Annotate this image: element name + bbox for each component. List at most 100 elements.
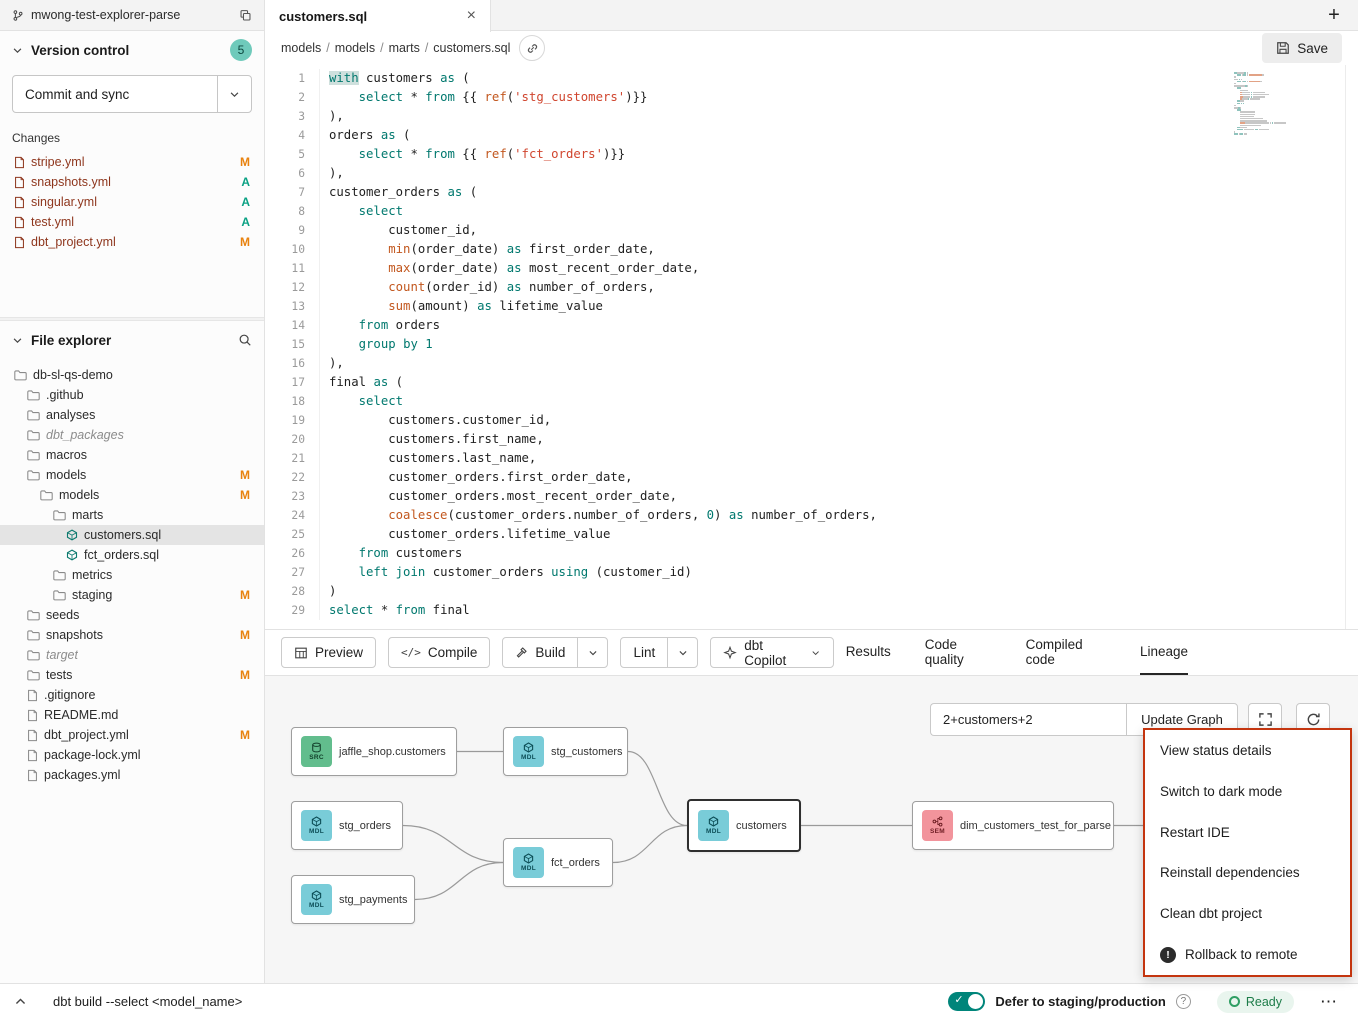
- code-line[interactable]: 1with customers as (: [265, 69, 1358, 88]
- code-line[interactable]: 3),: [265, 107, 1358, 126]
- changed-file[interactable]: snapshots.ymlA: [0, 172, 264, 192]
- commit-options-caret[interactable]: [217, 76, 251, 112]
- tree-item--gitignore[interactable]: .gitignore: [0, 685, 264, 705]
- code-line[interactable]: 27 left join customer_orders using (cust…: [265, 563, 1358, 582]
- changed-file[interactable]: dbt_project.ymlM: [0, 232, 264, 252]
- tree-item-customers-sql[interactable]: customers.sql: [0, 525, 264, 545]
- code-line[interactable]: 14 from orders: [265, 316, 1358, 335]
- code-line[interactable]: 2 select * from {{ ref('stg_customers')}…: [265, 88, 1358, 107]
- code-line[interactable]: 24 coalesce(customer_orders.number_of_or…: [265, 506, 1358, 525]
- code-editor[interactable]: 1with customers as (2 select * from {{ r…: [265, 65, 1358, 629]
- code-line[interactable]: 11 max(order_date) as most_recent_order_…: [265, 259, 1358, 278]
- compile-button[interactable]: </> Compile: [388, 637, 490, 668]
- menu-item-view-status-details[interactable]: View status details: [1145, 730, 1350, 771]
- minimap[interactable]: [1234, 72, 1300, 135]
- defer-toggle[interactable]: ✓: [948, 992, 985, 1011]
- git-branch-icon: [12, 9, 24, 22]
- build-button[interactable]: Build: [503, 638, 577, 667]
- code-line[interactable]: 8 select: [265, 202, 1358, 221]
- tree-item-target[interactable]: target: [0, 645, 264, 665]
- code-line[interactable]: 18 select: [265, 392, 1358, 411]
- panel-tab-code-quality[interactable]: Code quality: [925, 630, 992, 675]
- menu-item-switch-to-dark-mode[interactable]: Switch to dark mode: [1145, 771, 1350, 812]
- menu-item-rollback-to-remote[interactable]: !Rollback to remote: [1145, 934, 1350, 975]
- copy-branch-icon[interactable]: [239, 9, 252, 22]
- code-line[interactable]: 22 customer_orders.first_order_date,: [265, 468, 1358, 487]
- lineage-node-jaffle-shop-customers[interactable]: SRCjaffle_shop.customers: [291, 727, 457, 776]
- code-line[interactable]: 19 customers.customer_id,: [265, 411, 1358, 430]
- close-icon[interactable]: ×: [467, 8, 476, 24]
- save-button[interactable]: Save: [1262, 33, 1342, 63]
- menu-item-restart-ide[interactable]: Restart IDE: [1145, 812, 1350, 853]
- tree-item-metrics[interactable]: metrics: [0, 565, 264, 585]
- tree-item-packages-yml[interactable]: packages.yml: [0, 765, 264, 785]
- changed-file[interactable]: test.ymlA: [0, 212, 264, 232]
- search-icon[interactable]: [238, 333, 252, 347]
- tree-item-dbt-packages[interactable]: dbt_packages: [0, 425, 264, 445]
- tree-item-readme-md[interactable]: README.md: [0, 705, 264, 725]
- tree-item-marts[interactable]: marts: [0, 505, 264, 525]
- tree-item-dbt-project-yml[interactable]: dbt_project.ymlM: [0, 725, 264, 745]
- file-explorer-header[interactable]: File explorer: [0, 321, 264, 359]
- code-line[interactable]: 10 min(order_date) as first_order_date,: [265, 240, 1358, 259]
- preview-button[interactable]: Preview: [281, 637, 376, 668]
- code-line[interactable]: 12 count(order_id) as number_of_orders,: [265, 278, 1358, 297]
- command-prompt-text[interactable]: dbt build --select <model_name>: [53, 994, 242, 1009]
- code-line[interactable]: 7customer_orders as (: [265, 183, 1358, 202]
- tree-item-tests[interactable]: testsM: [0, 665, 264, 685]
- lineage-node-stg-customers[interactable]: MDLstg_customers: [503, 727, 628, 776]
- editor-scrollbar[interactable]: [1345, 65, 1358, 629]
- lineage-node-stg-orders[interactable]: MDLstg_orders: [291, 801, 403, 850]
- panel-tab-compiled-code[interactable]: Compiled code: [1026, 630, 1106, 675]
- lint-options-caret[interactable]: [667, 638, 697, 667]
- code-line[interactable]: 5 select * from {{ ref('fct_orders')}}: [265, 145, 1358, 164]
- tree-item-fct-orders-sql[interactable]: fct_orders.sql: [0, 545, 264, 565]
- changed-file[interactable]: singular.ymlA: [0, 192, 264, 212]
- code-line[interactable]: 20 customers.first_name,: [265, 430, 1358, 449]
- lint-button[interactable]: Lint: [621, 638, 667, 667]
- dbt-copilot-button[interactable]: dbt Copilot: [710, 637, 833, 668]
- version-control-header[interactable]: Version control 5: [0, 31, 264, 69]
- tree-item--github[interactable]: .github: [0, 385, 264, 405]
- tree-item-package-lock-yml[interactable]: package-lock.yml: [0, 745, 264, 765]
- code-line[interactable]: 13 sum(amount) as lifetime_value: [265, 297, 1358, 316]
- code-line[interactable]: 6),: [265, 164, 1358, 183]
- lineage-node-customers[interactable]: MDLcustomers: [687, 799, 801, 852]
- more-options-button[interactable]: ⋯: [1314, 992, 1344, 1012]
- panel-tab-lineage[interactable]: Lineage: [1140, 630, 1188, 675]
- panel-tab-results[interactable]: Results: [846, 630, 891, 675]
- code-line[interactable]: 9 customer_id,: [265, 221, 1358, 240]
- tree-item-staging[interactable]: stagingM: [0, 585, 264, 605]
- changed-file[interactable]: stripe.ymlM: [0, 152, 264, 172]
- code-line[interactable]: 29select * from final: [265, 601, 1358, 620]
- lineage-node-dim-customers-test-for-parse[interactable]: SEMdim_customers_test_for_parse: [912, 801, 1114, 850]
- chevron-up-icon[interactable]: [14, 995, 27, 1008]
- file-link-button[interactable]: [519, 35, 545, 61]
- build-options-caret[interactable]: [577, 638, 607, 667]
- tree-item-snapshots[interactable]: snapshotsM: [0, 625, 264, 645]
- help-icon[interactable]: ?: [1176, 994, 1191, 1009]
- code-line[interactable]: 23 customer_orders.most_recent_order_dat…: [265, 487, 1358, 506]
- tree-item-db-sl-qs-demo[interactable]: db-sl-qs-demo: [0, 365, 264, 385]
- code-line[interactable]: 25 customer_orders.lifetime_value: [265, 525, 1358, 544]
- code-line[interactable]: 16),: [265, 354, 1358, 373]
- code-line[interactable]: 15 group by 1: [265, 335, 1358, 354]
- tree-item-models[interactable]: modelsM: [0, 485, 264, 505]
- tree-item-macros[interactable]: macros: [0, 445, 264, 465]
- code-line[interactable]: 17final as (: [265, 373, 1358, 392]
- code-line[interactable]: 21 customers.last_name,: [265, 449, 1358, 468]
- lineage-node-fct-orders[interactable]: MDLfct_orders: [503, 838, 613, 887]
- menu-item-clean-dbt-project[interactable]: Clean dbt project: [1145, 893, 1350, 934]
- tree-item-models[interactable]: modelsM: [0, 465, 264, 485]
- tree-item-analyses[interactable]: analyses: [0, 405, 264, 425]
- editor-tab-customers[interactable]: customers.sql ×: [265, 0, 491, 32]
- commit-and-sync-button[interactable]: Commit and sync: [13, 76, 217, 112]
- lineage-selector-input[interactable]: [930, 703, 1126, 736]
- tree-item-seeds[interactable]: seeds: [0, 605, 264, 625]
- new-tab-button[interactable]: +: [1310, 0, 1358, 30]
- code-line[interactable]: 26 from customers: [265, 544, 1358, 563]
- lineage-node-stg-payments[interactable]: MDLstg_payments: [291, 875, 415, 924]
- menu-item-reinstall-dependencies[interactable]: Reinstall dependencies: [1145, 852, 1350, 893]
- code-line[interactable]: 28): [265, 582, 1358, 601]
- code-line[interactable]: 4orders as (: [265, 126, 1358, 145]
